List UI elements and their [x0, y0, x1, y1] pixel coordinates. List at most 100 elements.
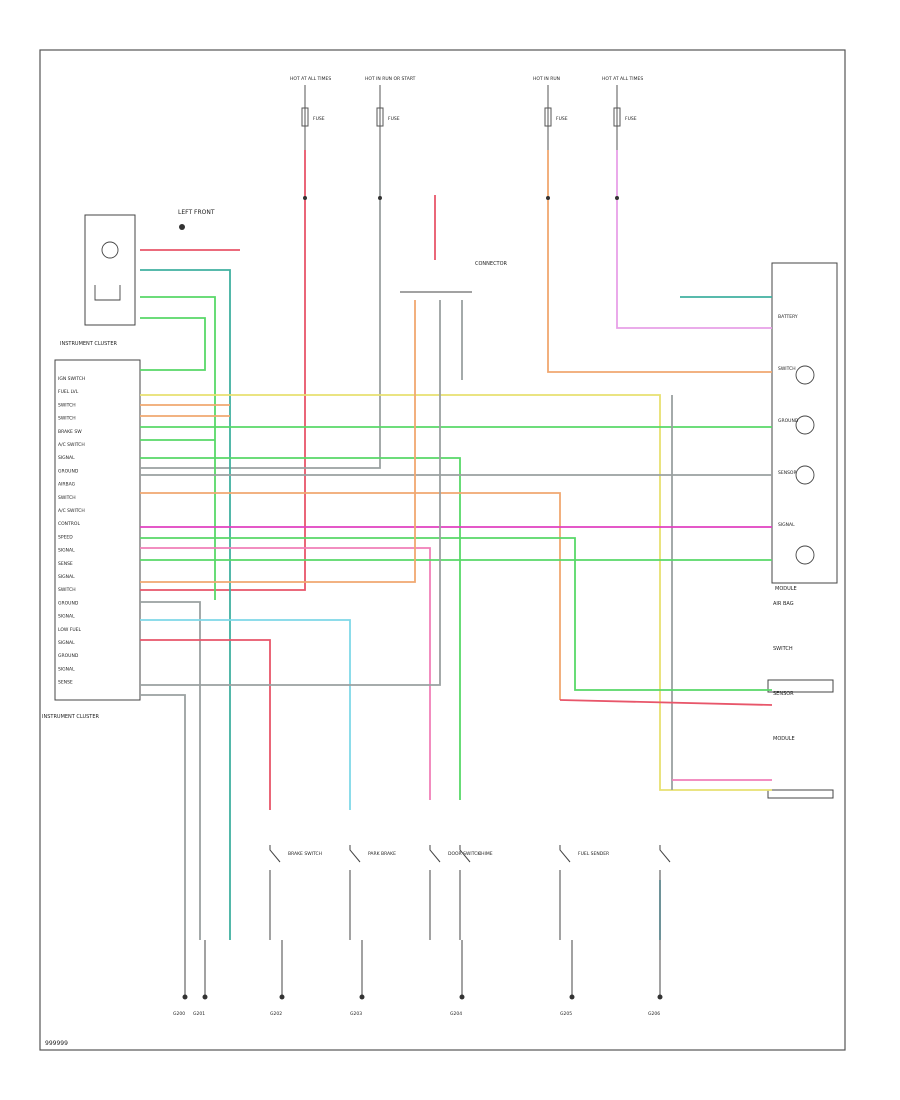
fuse-sub-label: FUSE [388, 116, 400, 122]
fuse-label: HOT IN RUN OR START [365, 76, 416, 82]
fuse-icon [544, 107, 552, 127]
fuse-label: HOT AT ALL TIMES [602, 76, 643, 82]
right-module-label: MODULE [775, 586, 797, 592]
wire [616, 150, 772, 329]
cluster-pin-label: SIGNAL [58, 455, 75, 461]
splice-dot [615, 196, 619, 200]
switch-label: DOOR SWITCH [448, 851, 481, 857]
ground-icon [279, 994, 285, 1000]
right-pin-label: SIGNAL [778, 522, 795, 528]
wire [140, 150, 306, 591]
ground-label: G203 [350, 1011, 362, 1017]
cluster-pin-label: SENSE [58, 680, 73, 686]
fuse-icon [613, 107, 621, 127]
cluster-bottom-label: INSTRUMENT CLUSTER [42, 714, 100, 720]
cluster-pin-label: BRAKE SW [58, 429, 82, 435]
ground-icon [359, 994, 365, 1000]
wire [140, 639, 271, 810]
right-pin-label: SENSOR [778, 470, 797, 476]
wire [140, 547, 431, 800]
wire [140, 694, 186, 940]
center-connector: CONNECTOR [400, 261, 508, 293]
switch-label: BRAKE SWITCH [288, 851, 322, 857]
cluster-pin-list: IGN SWITCH FUEL LVL SWITCH SWITCH BRAKE SW A/… [58, 376, 85, 686]
ground-label: G200 [173, 1011, 185, 1017]
switch-icon [659, 845, 671, 940]
cluster-pin-label: SIGNAL [58, 640, 75, 646]
cluster-pin-label: LOW FUEL [58, 627, 81, 633]
cluster-pin-label: SWITCH [58, 587, 76, 593]
cluster-pin-label: SIGNAL [58, 574, 75, 580]
diagram-frame [39, 49, 846, 1051]
switch-label: CHIME [478, 851, 493, 857]
cluster-pin-label: SIGNAL [58, 548, 75, 554]
fuse-group: HOT AT ALL TIMES FUSE HOT IN RUN OR START F… [290, 76, 643, 200]
switch-label: FUEL SENDER [578, 851, 609, 857]
right-note-label: SWITCH [773, 646, 793, 652]
splice-dot [303, 196, 307, 200]
cluster-pin-label: CONTROL [58, 521, 80, 527]
wire [559, 699, 773, 706]
switch-icon [349, 845, 361, 940]
wire [140, 300, 441, 686]
fuse-sub-label: FUSE [625, 116, 637, 122]
fuse-label: HOT IN RUN [533, 76, 560, 82]
cluster-pin-label: GROUND [58, 600, 79, 606]
wire [140, 619, 351, 810]
ground-label: G205 [560, 1011, 572, 1017]
wire [140, 457, 461, 800]
ground-label: G201 [193, 1011, 205, 1017]
ground-label: G204 [450, 1011, 462, 1017]
ground-label: G202 [270, 1011, 282, 1017]
fuse-sub-label: FUSE [313, 116, 325, 122]
cluster-pin-label: SPEED [58, 534, 73, 540]
ground-icon [657, 994, 663, 1000]
right-pin-label: BATTERY [778, 314, 798, 320]
left-relay-block: LEFT FRONT [84, 209, 215, 326]
right-note-label: MODULE [773, 736, 795, 742]
cluster-pin-label: SIGNAL [58, 614, 75, 620]
instrument-cluster: INSTRUMENT CLUSTER IGN SWITCH FUEL LVL SWI… [42, 341, 141, 720]
switch-icon [459, 845, 471, 940]
wire [140, 300, 416, 583]
fuse-icon [376, 107, 384, 127]
cluster-pin-label: SIGNAL [58, 666, 75, 672]
wire-harness [140, 150, 773, 940]
wire [140, 317, 206, 371]
switch-icon [269, 845, 281, 940]
splice-dot [378, 196, 382, 200]
cluster-pin-label: SWITCH [58, 495, 76, 501]
cluster-side-label: INSTRUMENT CLUSTER [60, 341, 118, 347]
diagram-id: 999999 [45, 1040, 68, 1047]
fuse-label: HOT AT ALL TIMES [290, 76, 331, 82]
wire [140, 150, 381, 469]
cluster-pin-label: A/C SWITCH [58, 442, 85, 448]
cluster-pin-label: SWITCH [58, 416, 76, 422]
right-pin-label: SWITCH [778, 366, 796, 372]
cluster-pin-label: AIRBAG [58, 482, 76, 488]
cluster-pin-label: IGN SWITCH [58, 376, 85, 382]
ground-label: G206 [648, 1011, 660, 1017]
cluster-pin-label: GROUND [58, 653, 79, 659]
ground-icon [202, 994, 208, 1000]
switch-label: PARK BRAKE [368, 851, 396, 857]
wire [140, 601, 201, 940]
cluster-pin-label: SENSE [58, 561, 73, 567]
wire [140, 296, 216, 600]
cluster-pin-label: SWITCH [58, 402, 76, 408]
fuse-sub-label: FUSE [556, 116, 568, 122]
wire [140, 394, 772, 791]
wire [140, 537, 772, 691]
fuse-icon [301, 107, 309, 127]
wire [140, 269, 231, 940]
switch-icon [559, 845, 571, 940]
right-note-label: SENSOR [773, 691, 794, 697]
cluster-pin-label: A/C SWITCH [58, 508, 85, 514]
connector-label: CONNECTOR [475, 261, 508, 267]
cluster-pin-label: FUEL LVL [58, 389, 79, 395]
